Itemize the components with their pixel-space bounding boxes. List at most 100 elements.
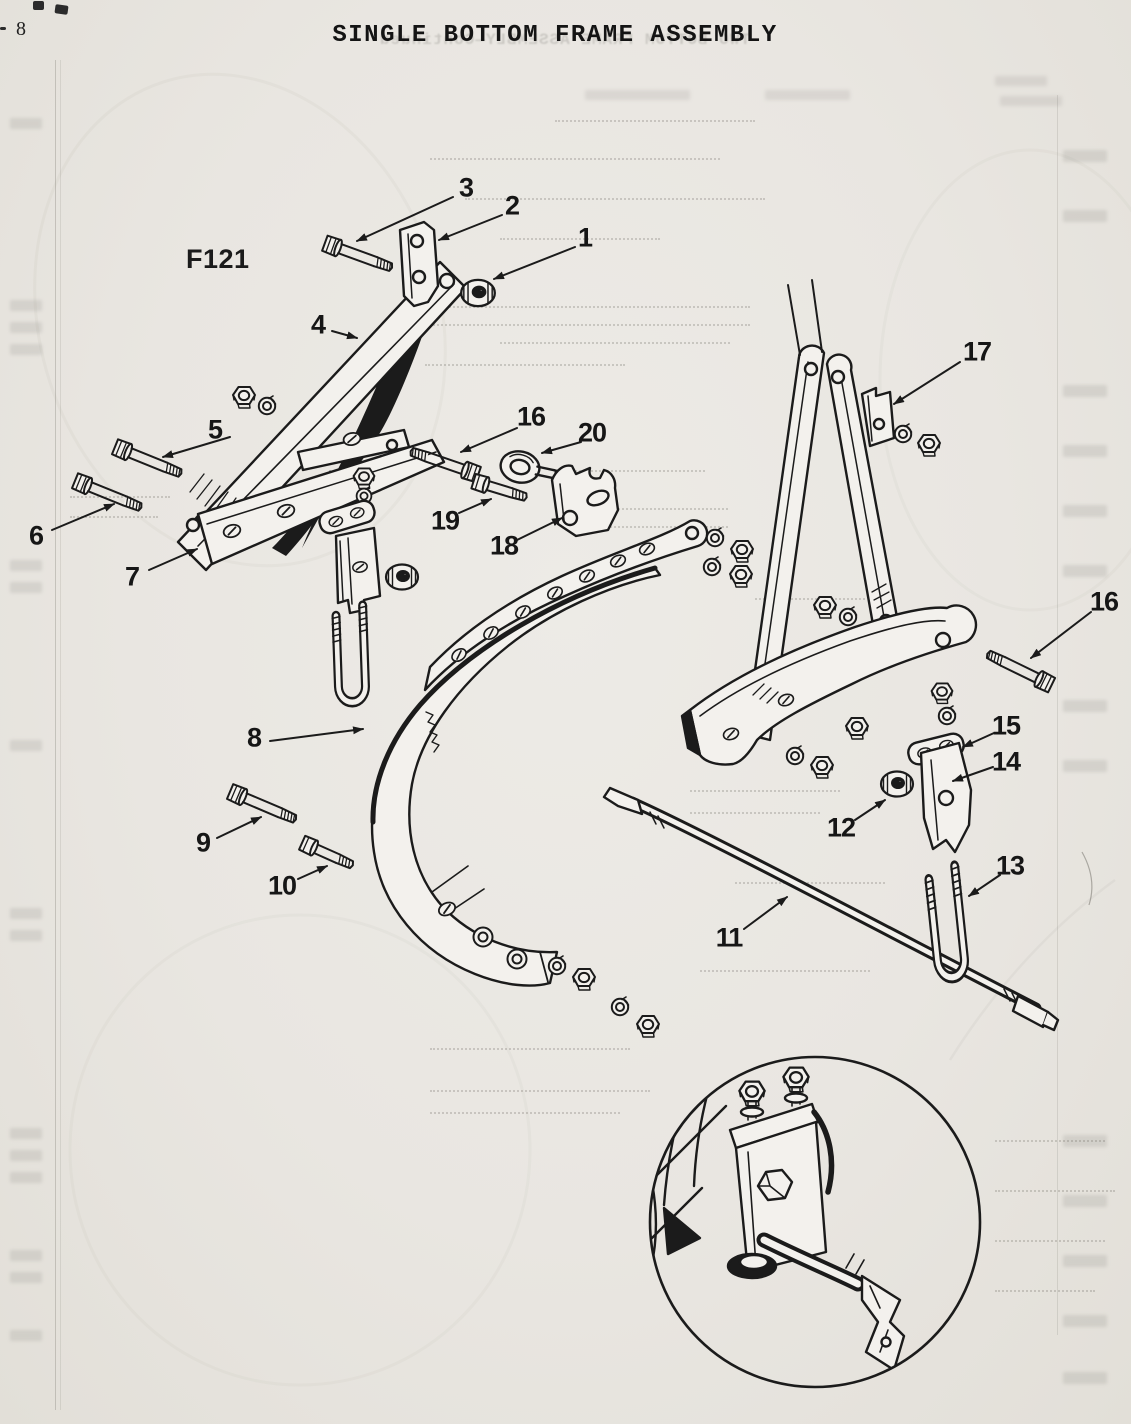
ghost-number	[1063, 385, 1107, 397]
ghost-text-line	[465, 198, 765, 200]
callout-16-right: 16	[1089, 586, 1119, 617]
lock-washer	[702, 555, 722, 577]
lock-washer	[838, 605, 858, 627]
clamp-bracket-14	[919, 741, 973, 854]
ghost-number	[1063, 1372, 1107, 1384]
ghost-text-line	[430, 1048, 630, 1050]
callout-8: 8	[246, 722, 262, 753]
ghost-text-line	[690, 790, 840, 792]
ghost-number	[10, 322, 42, 333]
lock-washer	[893, 422, 913, 444]
u-bolt	[332, 605, 370, 702]
callout-4: 4	[310, 309, 326, 340]
callout-7: 7	[124, 561, 140, 592]
ghost-rule	[60, 60, 61, 1410]
ghost-number	[10, 740, 42, 751]
ghost-text-line	[500, 342, 730, 344]
hex-nut	[930, 682, 954, 705]
lock-washer	[257, 394, 277, 416]
scan-artifact	[0, 27, 6, 30]
callout-2: 2	[504, 190, 520, 221]
scan-artifact	[33, 1, 44, 10]
ghost-number	[10, 1172, 42, 1183]
ghost-text-line	[425, 364, 625, 366]
ghost-text-line	[995, 1240, 1105, 1242]
hex-bolt-9	[225, 782, 301, 829]
ghost-number	[1063, 1315, 1107, 1327]
ghost-text-line	[430, 158, 720, 160]
ghost-number	[10, 1272, 42, 1283]
hex-nut	[809, 755, 835, 780]
ghost-number	[1063, 1135, 1107, 1147]
ghost-number	[1063, 565, 1107, 577]
callout-6: 6	[28, 520, 44, 551]
ghost-number	[10, 560, 42, 571]
ghost-rule	[55, 60, 56, 1410]
ghost-text-line	[995, 1190, 1115, 1192]
ghost-number	[1063, 700, 1107, 712]
ghost-text-line	[430, 306, 750, 308]
ghost-header	[1000, 96, 1062, 106]
ghost-rule	[1057, 95, 1058, 1335]
bushing	[384, 563, 420, 591]
ghost-text-line	[700, 970, 870, 972]
callout-15: 15	[991, 710, 1021, 741]
ghost-text-line	[995, 1140, 1105, 1142]
page-title: SINGLE BOTTOM FRAME ASSEMBLY	[332, 22, 778, 49]
bushing-1	[459, 278, 497, 308]
callout-11: 11	[715, 922, 744, 953]
ghost-number	[10, 1150, 42, 1161]
callout-18: 18	[489, 530, 519, 561]
callout-1: 1	[577, 222, 593, 253]
lock-washer	[705, 526, 725, 548]
callout-17: 17	[962, 336, 992, 367]
ghost-header	[995, 76, 1047, 86]
ghost-figure-arcs	[33, 72, 1131, 1387]
ghost-number	[1063, 1255, 1107, 1267]
hex-bolt-16-right	[982, 644, 1057, 695]
ghost-text-line	[430, 1090, 650, 1092]
ghost-number	[10, 300, 42, 311]
ghost-text-line	[70, 496, 170, 498]
ghost-text-line	[598, 508, 728, 510]
lock-washer	[937, 704, 957, 726]
hex-bolt-6	[70, 471, 146, 517]
ghost-number	[10, 344, 42, 355]
callout-19: 19	[430, 505, 460, 536]
callout-9: 9	[195, 827, 211, 858]
ghost-number	[1063, 760, 1107, 772]
ghost-text-line	[598, 526, 728, 528]
ghost-number	[10, 908, 42, 919]
lock-washer	[610, 995, 630, 1017]
callout-20: 20	[577, 417, 607, 448]
bushing-12	[879, 770, 915, 798]
callout-3: 3	[458, 172, 474, 203]
hex-nut	[844, 716, 870, 741]
hex-nut	[728, 564, 754, 589]
ghost-text-line	[70, 516, 158, 518]
ghost-number	[1063, 210, 1107, 222]
ghost-text-line	[995, 1290, 1095, 1292]
hex-nut	[231, 385, 257, 410]
ghost-text-line	[755, 598, 865, 600]
hex-nut	[812, 595, 838, 620]
lock-washer	[785, 744, 805, 766]
rear-beam	[680, 604, 978, 766]
callout-10: 10	[267, 870, 297, 901]
ghost-header	[765, 90, 850, 100]
hex-nut	[571, 967, 597, 992]
beam-hatching	[189, 473, 245, 528]
figure-label: F121	[186, 244, 250, 274]
hex-bolt-5	[110, 437, 186, 483]
ghost-text-line	[690, 812, 820, 814]
hex-bolt-10	[297, 834, 358, 874]
shaft-bracket-18	[550, 464, 620, 538]
beam-clamp-plate	[296, 428, 411, 472]
ghost-number	[10, 582, 42, 593]
ghost-text-line	[430, 324, 750, 326]
callout-16-left: 16	[516, 401, 546, 432]
ghost-number	[1063, 1195, 1107, 1207]
hex-nut	[729, 539, 755, 564]
